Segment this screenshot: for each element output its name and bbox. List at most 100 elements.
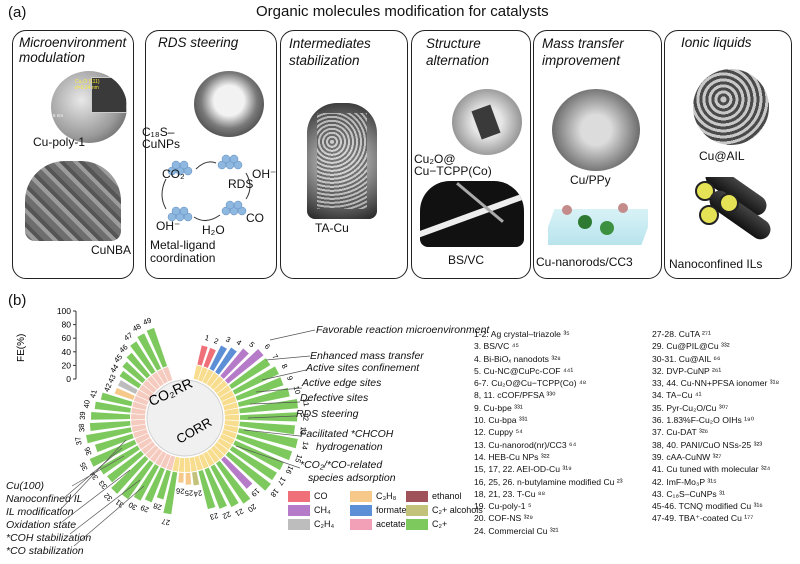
bar-label: 7 — [270, 352, 280, 361]
axis-tick: 80 — [62, 320, 72, 330]
legend-label: C₂H₄ — [314, 519, 335, 529]
caption-cu-poly-1: Cu-poly-1 — [33, 135, 86, 149]
bar-18 — [225, 451, 271, 491]
reference-entry: 37. Cu-DAT ³²⁶ — [652, 427, 709, 438]
reference-entry: 45-46. TCNQ modified Cu ³¹⁶ — [652, 501, 763, 512]
category-ring-segment — [202, 369, 214, 385]
tem-image — [307, 103, 377, 219]
scheme-co2: CO₂ — [162, 167, 185, 181]
category-ring-segment — [136, 390, 151, 401]
caption-c18s-cunps: C₁₈S–CuNPs — [142, 125, 181, 151]
legend-swatch — [288, 505, 310, 516]
legend-label: formate — [376, 505, 407, 515]
category-ring-segment — [142, 380, 157, 393]
bar-45 — [122, 361, 146, 384]
reference-entry: 27-28. CuTA ²⁷¹ — [652, 329, 711, 339]
bar-32 — [111, 455, 149, 494]
caption-nanoconfined-ils: Nanoconfined ILs — [669, 257, 763, 271]
bar-5 — [220, 348, 249, 379]
category-ring-segment — [166, 455, 176, 471]
category-ring-segment — [198, 366, 208, 382]
bar-label: 46 — [117, 342, 129, 354]
bar-30 — [133, 464, 159, 501]
annotation: IL modification — [6, 506, 74, 518]
bar-44 — [119, 370, 142, 389]
caption-bs-vc: BS/VC — [448, 253, 485, 267]
bar-label: 34 — [88, 470, 100, 482]
reference-entry: 19. Cu-poly-1 ⁵ — [474, 501, 532, 512]
bar-label: 43 — [106, 373, 118, 385]
category-ring-segment — [155, 451, 167, 466]
bar-label: 16 — [284, 464, 296, 475]
category-ring-segment — [224, 414, 239, 421]
bar-label: 21 — [234, 506, 246, 518]
category-ring-segment — [131, 413, 146, 420]
legend-label: ethanol — [432, 491, 462, 501]
bar-label: 24 — [193, 488, 203, 498]
category-ring-segment — [145, 445, 159, 459]
caption-cu-ppy: Cu/PPy — [570, 173, 611, 187]
reference-entry: 38, 40. PANI/CuO NSs-25 ³²³ — [652, 439, 763, 450]
panel-b-label: (b) — [8, 292, 27, 309]
category-ring-segment — [217, 438, 232, 450]
reference-entry: 47-49. TBA⁺-coated Cu ¹⁷⁷ — [652, 513, 754, 524]
bar-label: 1 — [204, 333, 210, 343]
bar-label: 30 — [127, 500, 139, 512]
category-ring-segment — [160, 453, 171, 469]
panel-title: Microenvironment modulation — [19, 35, 127, 65]
category-ring-segment — [132, 401, 147, 410]
caption-cunba: CuNBA — [91, 243, 132, 257]
panel-microenvironment: Microenvironment modulation Cu₂O (111)d=… — [12, 30, 134, 279]
bar-label: 25 — [185, 488, 194, 497]
category-ring-segment — [207, 448, 220, 463]
caption-ta-cu: TA-Cu — [315, 221, 349, 235]
bar-label: 44 — [108, 363, 120, 375]
bar-label: 20 — [246, 502, 258, 514]
bar-16 — [233, 440, 284, 471]
bar-label: 39 — [78, 411, 87, 420]
bar-21 — [210, 464, 239, 508]
reference-entry: 8, 11. cCOF/PFSA ³³⁰ — [474, 390, 556, 401]
axis-tick: 0 — [66, 374, 71, 384]
category-ring-segment — [135, 433, 150, 444]
bar-label: 18 — [269, 487, 281, 499]
category-ring-segment — [137, 437, 153, 450]
panel-title: Ionic liquids — [681, 35, 752, 50]
category-ring-segment — [224, 408, 239, 415]
panel-intermediates: Intermediates stabilization TA-Cu — [280, 30, 408, 279]
category-ring-segment — [210, 445, 225, 460]
axis-tick: 40 — [62, 347, 72, 357]
legend-swatch — [406, 505, 428, 516]
reference-entry: 13. Cu-nanorod(nr)/CC3 ⁶⁴ — [474, 439, 577, 450]
leader-lines — [59, 329, 316, 547]
reference-entry: 12. Cuppy ⁵⁴ — [474, 427, 523, 438]
bar-label: 23 — [209, 511, 220, 522]
bar-40 — [94, 401, 131, 413]
category-ring-segment — [157, 369, 169, 384]
reference-entry: 36. 1.83%F-Cu₂O OIHs ¹⁹⁰ — [652, 415, 755, 426]
annotation: *CO stabilization — [6, 545, 84, 557]
inset-lattice — [91, 77, 127, 113]
reference-entry: 18, 21, 23. T-Cu ⁸⁸ — [474, 488, 546, 499]
reference-entry: 35. Pyr-Cu₂O/Cu ³⁰⁷ — [652, 402, 729, 413]
tem-image — [452, 89, 522, 155]
reference-entry: 5. Cu-NC@CuPc-COF ⁴⁴¹ — [474, 365, 574, 376]
annotation: Oxidation state — [6, 519, 77, 531]
annotation: *COH stabilization — [6, 532, 92, 544]
category-ring-segment — [198, 453, 209, 469]
annotation: Facilitated *CHCOH — [300, 428, 394, 440]
reference-entry: 43. C₁₈S–CuNPs ³¹ — [652, 488, 725, 499]
category-ring-segment — [139, 384, 154, 397]
bar-20 — [215, 460, 251, 504]
category-ring-segment — [178, 457, 185, 472]
legend-swatch — [350, 505, 372, 516]
sem-image — [420, 181, 524, 247]
bar-label: 15 — [293, 453, 304, 464]
reference-entry: 34. TA−Cu ⁴¹ — [652, 390, 702, 401]
reference-entry: 33, 44. Cu-NN+PFSA ionomer ³¹⁸ — [652, 378, 780, 389]
bar-13 — [239, 421, 296, 435]
reference-entry: 41. Cu tuned with molecular ³²⁴ — [652, 464, 771, 475]
annotation: RDS steering — [296, 408, 359, 420]
legend-swatch — [288, 491, 310, 502]
